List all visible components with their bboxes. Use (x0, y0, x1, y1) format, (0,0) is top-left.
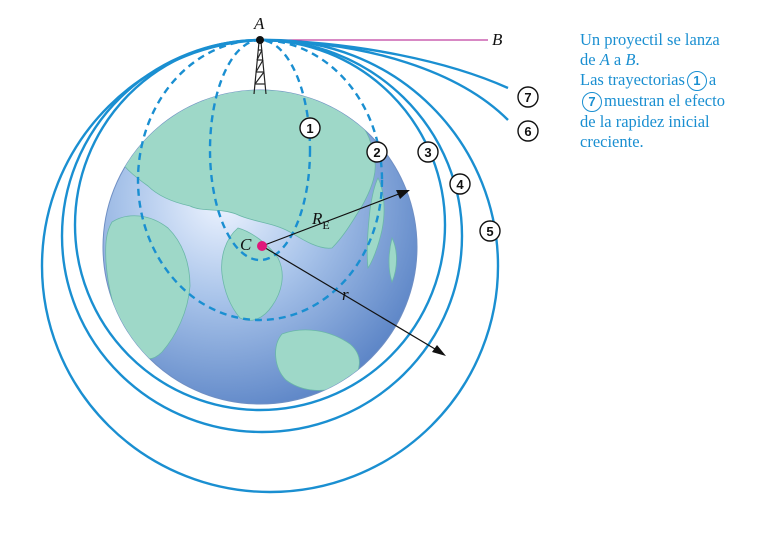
caption: Un proyectil se lanza de A a B. Las tray… (580, 30, 775, 152)
launch-tower (253, 41, 267, 95)
caption-line-5: de la rapidez inicial (580, 112, 710, 132)
label-earth-radius: RE (311, 209, 330, 232)
land-japan (366, 177, 385, 270)
svg-text:2: 2 (373, 145, 380, 160)
svg-text:4: 4 (456, 177, 464, 192)
marker-7: 7 (517, 86, 539, 108)
marker-1: 1 (299, 117, 321, 139)
marker-3: 3 (417, 141, 439, 163)
point-a-dot (256, 36, 264, 44)
trajectory-markers: 1 2 3 4 5 6 7 (299, 86, 539, 242)
svg-text:1: 1 (306, 121, 313, 136)
label-orbit-radius: r (342, 285, 349, 304)
marker-5: 5 (479, 220, 501, 242)
marker-4: 4 (449, 173, 471, 195)
svg-text:5: 5 (486, 224, 493, 239)
marker-2: 2 (366, 141, 388, 163)
trajectory-7 (259, 38, 509, 90)
label-c: C (240, 235, 252, 254)
caption-line-1: Un proyectil se lanza (580, 30, 720, 49)
land-africa (105, 215, 191, 360)
marker-6: 6 (517, 120, 539, 142)
earth-radius-arrowhead (396, 190, 410, 199)
caption-badge-7: 7 (582, 92, 602, 113)
land-island (388, 236, 397, 284)
label-b: B (492, 30, 503, 49)
earth-radius-arrow (261, 191, 405, 247)
label-a: A (253, 14, 265, 33)
svg-text:7: 7 (524, 90, 531, 105)
orbit-radius-arrowhead (432, 345, 446, 356)
orbit-radius-arrow (261, 245, 441, 353)
svg-text:3: 3 (424, 145, 431, 160)
caption-line-6: creciente. (580, 132, 644, 152)
caption-line-2: de A a B. (580, 50, 640, 69)
caption-badge-1: 1 (686, 71, 707, 92)
svg-text:6: 6 (524, 124, 531, 139)
radius-arrows (261, 190, 446, 356)
center-dot (257, 241, 267, 251)
